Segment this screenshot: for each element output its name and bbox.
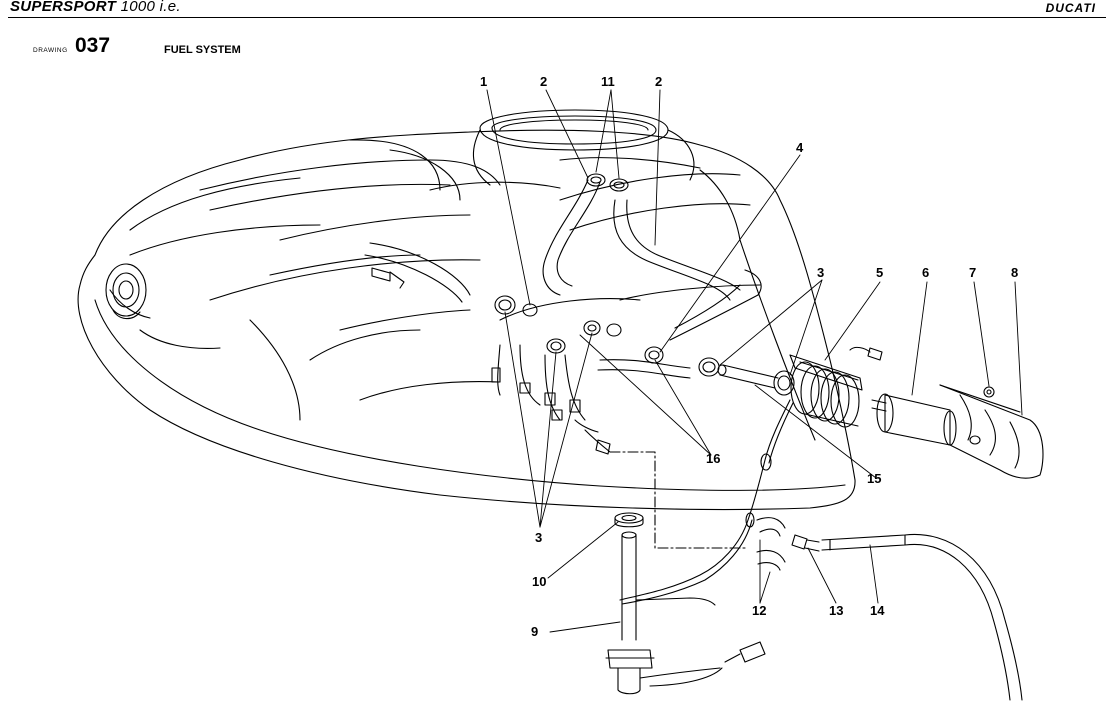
callout-2-left: 2: [540, 74, 547, 89]
callout-10: 10: [532, 574, 546, 589]
callout-14: 14: [870, 603, 885, 618]
fuel-filter: [939, 384, 1044, 479]
header-rule: [8, 17, 1106, 18]
wiring-harness: [619, 399, 794, 605]
callout-16: 16: [706, 451, 720, 466]
pump-bracket: [789, 346, 883, 428]
callout-5: 5: [876, 265, 883, 280]
callout-4: 4: [796, 140, 804, 155]
hose-14: [821, 533, 1023, 701]
hose-15: [717, 364, 779, 389]
drawing-label: DRAWING: [33, 47, 68, 54]
fuel-tank: [77, 109, 856, 511]
callout-6: 6: [922, 265, 929, 280]
callout-8: 8: [1011, 265, 1018, 280]
leader-lines: [486, 89, 1023, 633]
callout-1: 1: [480, 74, 487, 89]
hose-fittings: [371, 267, 611, 455]
fuel-pump: [871, 393, 957, 446]
hose-12: [756, 517, 786, 571]
callout-11: 11: [601, 74, 615, 89]
callout-2-right: 2: [655, 74, 662, 89]
callout-12: 12: [752, 603, 766, 618]
callout-13: 13: [829, 603, 843, 618]
tank-side-cap: [105, 263, 147, 320]
brand-name: DUCATI: [1045, 1, 1096, 15]
connector-13: [791, 534, 820, 552]
callout-labels: 1 2 11 2 4 3 5 6 7 8 16 15 3 10 12 13 14…: [480, 74, 1018, 639]
callout-9: 9: [531, 624, 538, 639]
hose-clamps: [494, 173, 795, 396]
drawing-title: FUEL SYSTEM: [164, 44, 241, 56]
internal-hoses: [364, 179, 762, 453]
drawing-number: 037: [75, 34, 111, 57]
model-name: SUPERSPORT 1000 i.e.: [10, 0, 181, 15]
callout-15: 15: [867, 471, 881, 486]
level-sender: [605, 512, 766, 695]
callout-7: 7: [969, 265, 976, 280]
callout-3-bottom: 3: [535, 530, 542, 545]
callout-3-top: 3: [817, 265, 824, 280]
page-header: SUPERSPORT 1000 i.e. DUCATI: [0, 0, 1110, 22]
dash-dot-link: [609, 451, 746, 549]
